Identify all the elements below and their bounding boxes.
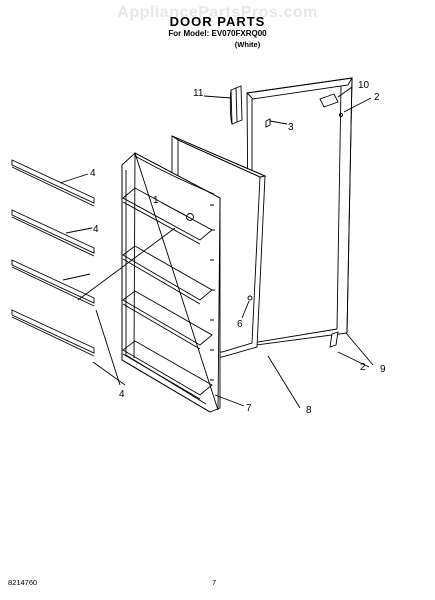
callout-9: 9 (380, 364, 386, 375)
callout-4-second: 4 (93, 224, 99, 235)
small-parts (247, 93, 343, 348)
callout-11: 11 (193, 88, 204, 99)
callout-7: 7 (246, 403, 252, 414)
model-line: For Model: EV070FXRQ00 (168, 29, 267, 38)
callout-4-bottom: 4 (119, 389, 125, 400)
callout-2-bottom: 2 (360, 362, 366, 373)
page-number: 7 (212, 578, 217, 587)
doc-number: 8214760 (8, 578, 38, 587)
callout-2-top: 2 (374, 92, 380, 103)
callout-3: 3 (288, 122, 294, 133)
callout-8: 8 (306, 405, 312, 416)
callout-6: 6 (237, 319, 243, 330)
watermark: AppliancePartsPros.com (117, 4, 318, 21)
leader-lines (59, 86, 374, 409)
callout-1: 1 (153, 195, 159, 206)
page-title: DOOR PARTS (169, 14, 266, 29)
callout-numbers: 11 10 2 3 4 4 1 6 4 7 8 2 9 (90, 80, 386, 416)
callout-4-first: 4 (90, 168, 96, 179)
color-line: (White) (234, 40, 261, 49)
inner-door-liner (121, 152, 221, 413)
door-handle (229, 85, 243, 125)
callout-10: 10 (358, 80, 370, 91)
door-bars (11, 159, 95, 357)
